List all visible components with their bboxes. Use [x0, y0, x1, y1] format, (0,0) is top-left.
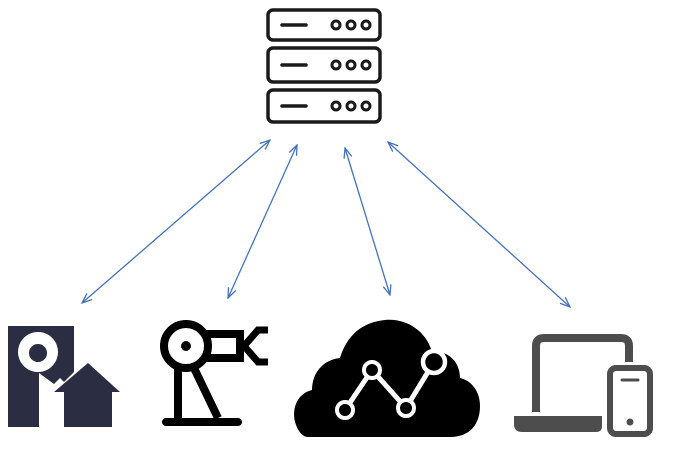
laptop-and-phone-icon	[514, 334, 653, 437]
connection-arrow-robotic-arm	[228, 145, 297, 298]
server-unit	[266, 8, 382, 42]
connection-arrow-devices	[388, 142, 570, 307]
connection-arrow-smart-home	[82, 140, 270, 303]
connection-arrow-cloud-analytics	[345, 148, 390, 295]
smart-home-icon	[8, 326, 120, 427]
robotic-arm-icon	[160, 320, 268, 426]
server-unit	[266, 88, 382, 124]
server-unit	[266, 46, 382, 84]
server-rack-icon	[266, 8, 382, 124]
cloud-analytics-icon	[294, 319, 480, 437]
